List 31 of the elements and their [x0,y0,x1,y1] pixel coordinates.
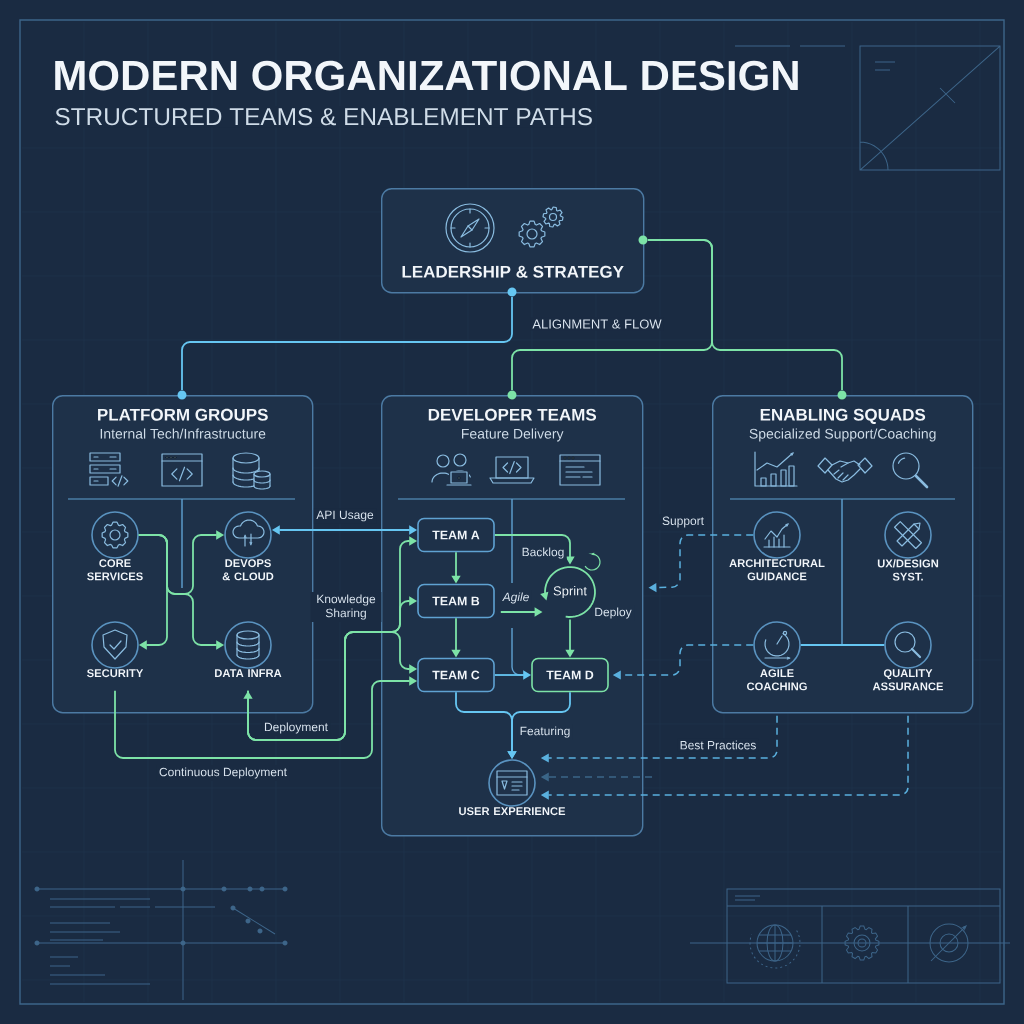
team-box: TEAM C [417,657,495,693]
icon-node: DEVOPS & CLOUD [222,511,274,581]
icon-node: AGILE COACHING [747,621,807,691]
title: MODERN ORGANIZATIONAL DESIGN [55,60,798,91]
connector-line [181,296,513,391]
icon-node: USER EXPERIENCE [459,759,566,816]
icon-node: QUALITY ASSURANCE [872,621,943,691]
team-box: TEAM D [531,657,609,693]
icon-node: CORE SERVICES [87,511,143,581]
icon-node: SECURITY [87,621,144,678]
edge-label: Continuous Deployment [156,765,290,781]
edge-label: API Usage [313,508,377,524]
icon-node: ARCHITECTURAL GUIDANCE [729,511,825,581]
icon-node: DATA INFRA [215,621,282,677]
connector-line [799,644,886,646]
team-box: TEAM A [417,517,495,553]
edge-label: Best Practices [677,738,759,752]
edge-label: Deployment [261,720,331,736]
subtitle: STRUCTURED TEAMS & ENABLEMENT PATHS [52,105,596,128]
strategy-box: LEADERSHIP & STRATEGY [381,188,645,294]
connector-line [647,239,843,391]
node-label: Sprint [553,585,587,599]
flow-label: ALIGNMENT & FLOW [530,317,664,331]
edge-label: Support [659,514,707,530]
edge-label: Backlog [519,545,567,561]
team-box: TEAM B [417,583,495,619]
edge-label: Featuring [517,724,573,740]
edge-label: Knowledge Sharing [310,592,382,622]
edge-label: Agile [500,590,532,606]
icon-node: UX/DESIGN SYST. [877,511,939,581]
edge-label: Deploy [591,605,635,621]
